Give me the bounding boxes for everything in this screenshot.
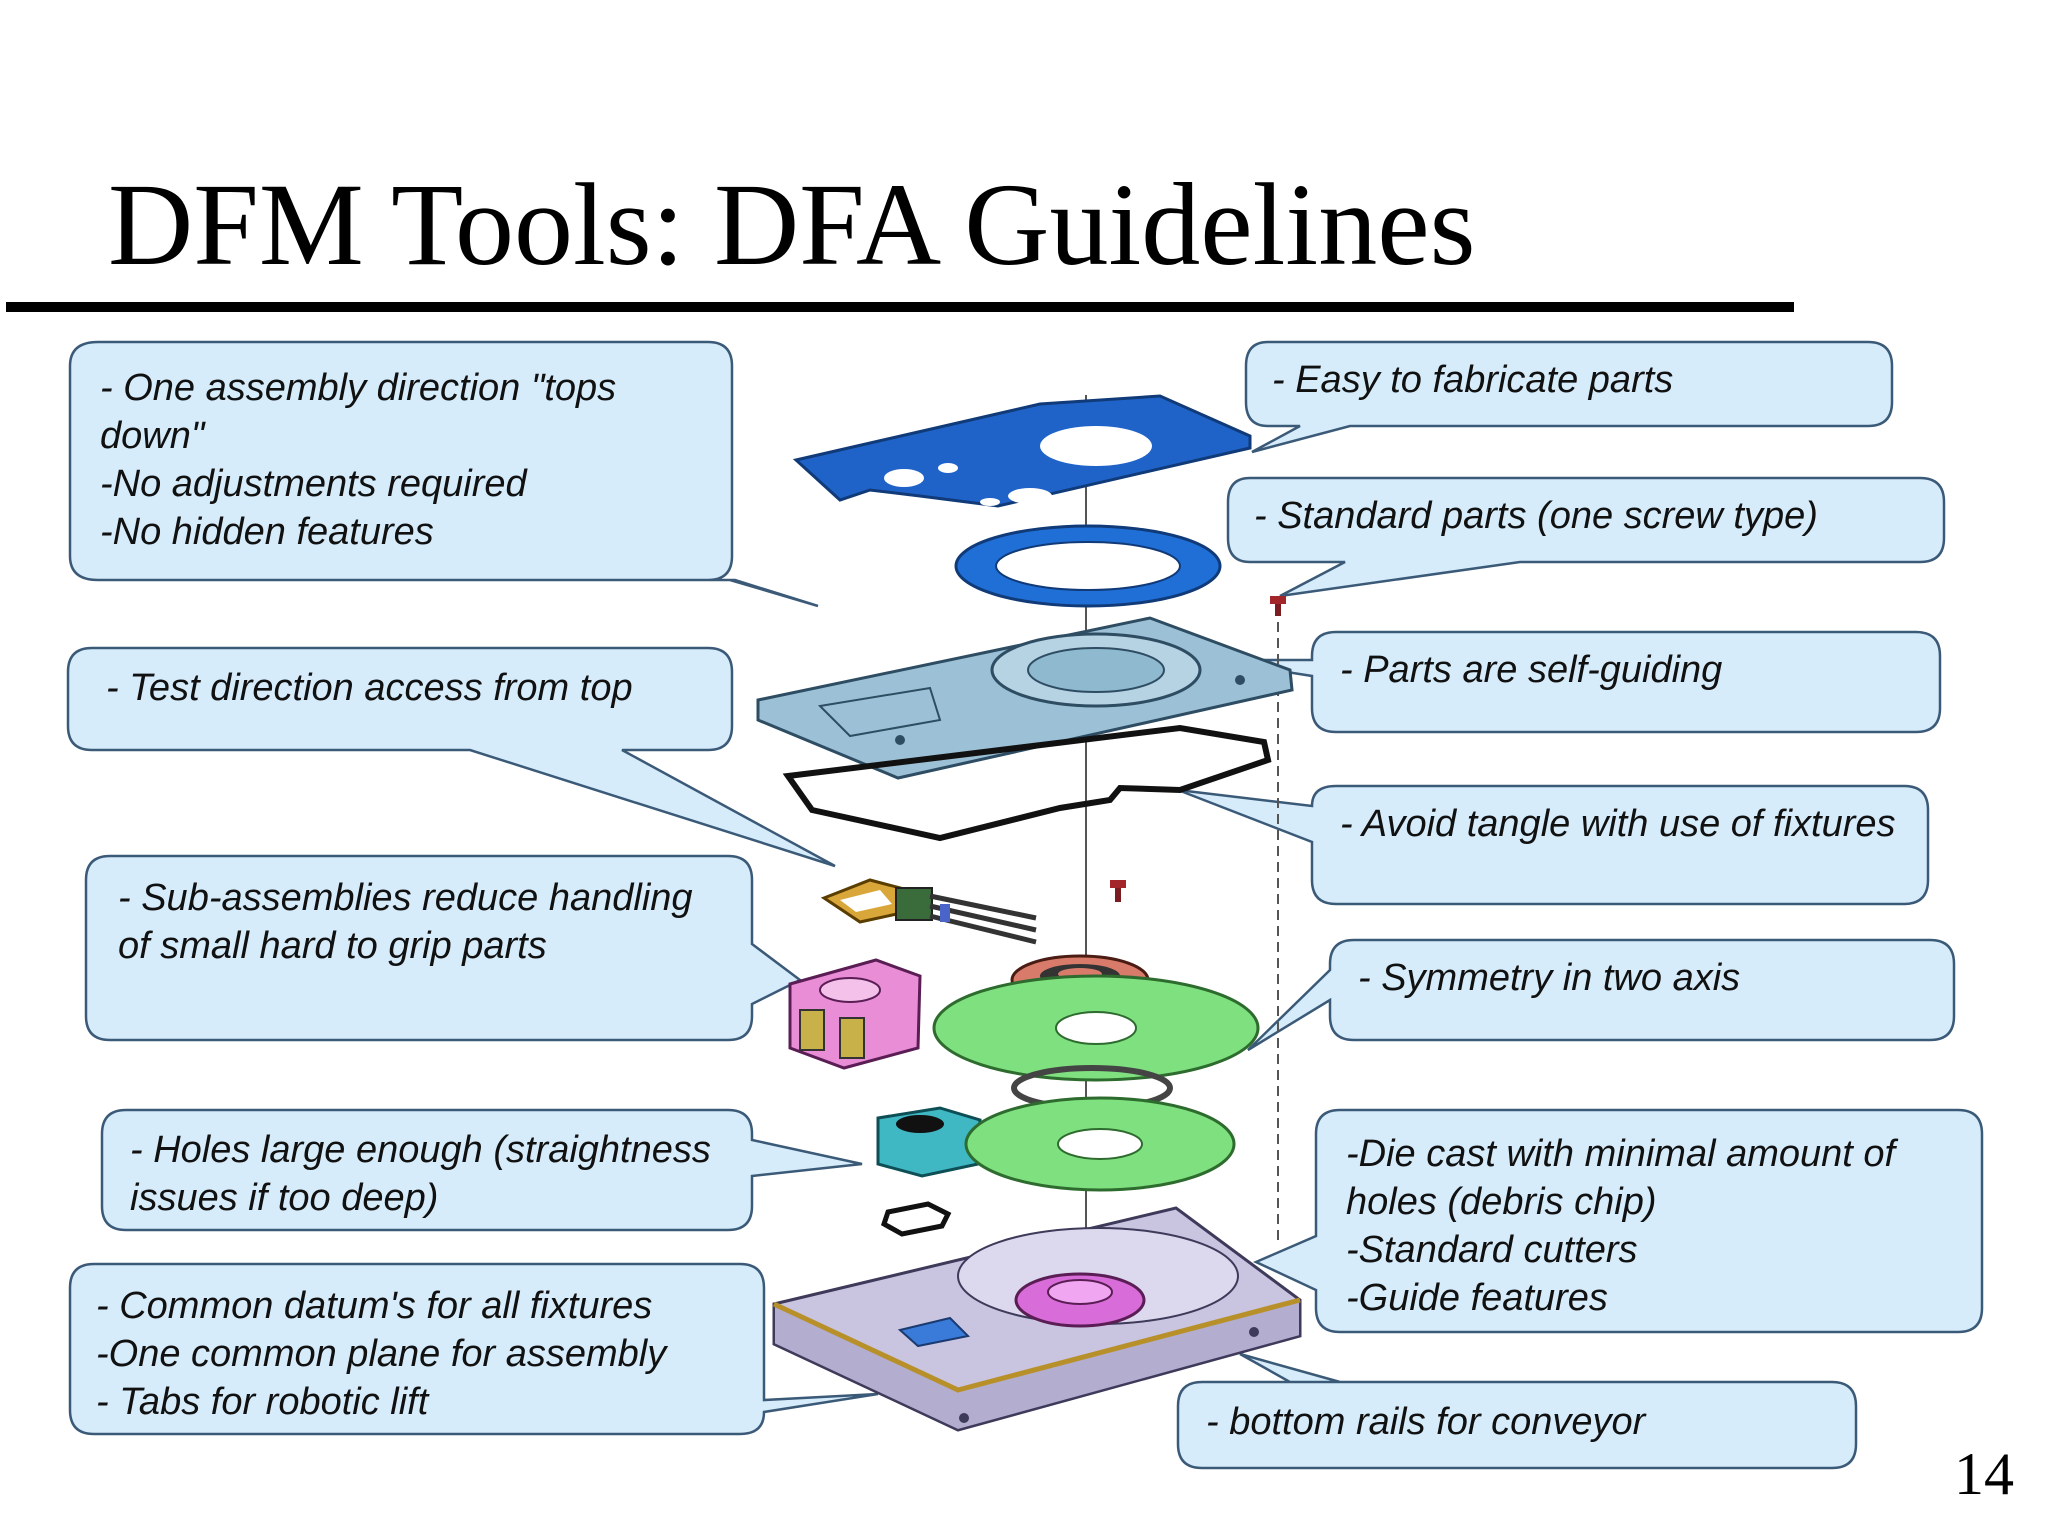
callout-die-cast: -Die cast with minimal amount of holes (… bbox=[1346, 1133, 1896, 1319]
callout-bubble-holes bbox=[100, 1108, 863, 1232]
head-stack-subassembly bbox=[820, 878, 1037, 945]
callout-self-guiding: - Parts are self-guiding bbox=[1340, 649, 1723, 691]
small-gasket bbox=[880, 1201, 952, 1237]
callout-avoid-tangle: - Avoid tangle with use of fixtures bbox=[1340, 803, 1896, 845]
callout-bubble-avoid-tangle bbox=[1177, 784, 1930, 906]
callout-bubble-subassemblies bbox=[84, 854, 803, 1042]
cover-plate bbox=[756, 616, 1294, 780]
disk-lower bbox=[964, 1096, 1236, 1192]
callout-bubble-die-cast bbox=[1252, 1108, 1984, 1334]
title-underline bbox=[6, 302, 1794, 312]
callout-subassemblies: - Sub-assemblies reduce handling of smal… bbox=[118, 877, 693, 967]
callout-easy-fabricate: - Easy to fabricate parts bbox=[1272, 359, 1674, 401]
callout-bubble-easy-fabricate bbox=[1244, 340, 1894, 454]
callout-bubble-symmetry bbox=[1247, 938, 1956, 1052]
slide-title: DFM Tools: DFA Guidelines bbox=[108, 159, 1476, 290]
callout-bubble-bottom-rails bbox=[1176, 1352, 1858, 1470]
callout-bubble-common-datum bbox=[68, 1262, 879, 1436]
screw-middle bbox=[1110, 880, 1126, 902]
clamp-ring bbox=[954, 524, 1222, 608]
disk-upper bbox=[932, 974, 1260, 1082]
callout-symmetry: - Symmetry in two axis bbox=[1358, 957, 1741, 999]
callout-standard-parts: - Standard parts (one screw type) bbox=[1254, 495, 1818, 537]
callout-holes: - Holes large enough (straightness issue… bbox=[130, 1129, 711, 1219]
top-plate bbox=[792, 394, 1252, 508]
callout-bubble-test-direction bbox=[66, 646, 836, 868]
base-casting bbox=[772, 1206, 1302, 1432]
gasket bbox=[782, 724, 1272, 842]
callout-bubble-assembly-direction bbox=[68, 340, 819, 608]
callout-bottom-rails: - bottom rails for conveyor bbox=[1206, 1401, 1646, 1443]
screw-top bbox=[1270, 596, 1286, 616]
callout-bubble-standard-parts bbox=[1226, 476, 1946, 598]
callout-bubble-self-guiding bbox=[1209, 630, 1942, 734]
actuator-subassembly bbox=[788, 958, 922, 1070]
callout-assembly-direction: - One assembly direction "tops down" -No… bbox=[100, 367, 617, 553]
callout-test-direction: - Test direction access from top bbox=[106, 667, 633, 709]
callout-common-datum: - Common datum's for all fixtures -One c… bbox=[96, 1285, 667, 1423]
slide-number: 14 bbox=[1954, 1441, 2014, 1507]
